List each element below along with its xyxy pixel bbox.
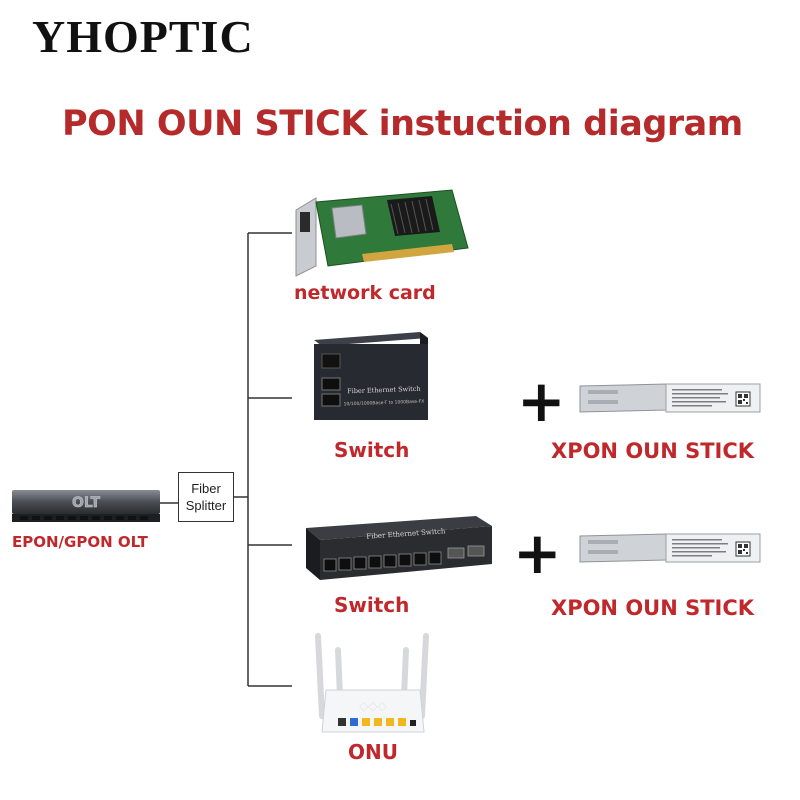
olt-device-image: OLT: [12, 490, 160, 522]
onu-antenna-4: [419, 633, 429, 719]
onu-antenna-3: [401, 647, 409, 699]
network-card-image: [295, 189, 469, 277]
switch-small-face-text: Fiber Ethernet Switch: [347, 385, 421, 396]
switch-small-sub-text: 10/100/1000Base-T to 1000Base-FX: [343, 399, 424, 408]
xpon-stick-image-1: [579, 383, 761, 413]
onu-antenna-1: [315, 633, 325, 719]
splitter-label-line2: Splitter: [185, 498, 227, 513]
olt-label: EPON/GPON OLT: [12, 533, 148, 551]
onu-antenna-2: [335, 647, 343, 699]
svg-text:◇◇◇: ◇◇◇: [359, 699, 387, 713]
olt-face-text: OLT: [72, 495, 101, 511]
switch-large-image: Fiber Ethernet Switch: [306, 516, 492, 580]
switch-large-label: Switch: [334, 593, 410, 617]
plus-sign-2: +: [513, 519, 562, 587]
onu-label: ONU: [348, 740, 398, 764]
plus-sign-1: +: [517, 367, 566, 435]
switch-small-image: Fiber Ethernet Switch 10/100/1000Base-T …: [314, 332, 428, 420]
switch-small-label: Switch: [334, 438, 410, 462]
xpon-stick-label-2: XPON OUN STICK: [551, 596, 755, 620]
fiber-splitter-box: Fiber Splitter: [178, 472, 234, 522]
splitter-label-line1: Fiber: [191, 481, 221, 496]
xpon-stick-image-2: [579, 533, 761, 563]
onu-router-image: ◇◇◇: [315, 633, 429, 733]
xpon-stick-label-1: XPON OUN STICK: [551, 439, 755, 463]
brand-logo-text: YHOPTIC: [32, 11, 254, 62]
network-card-label: network card: [294, 282, 436, 304]
diagram-title: PON OUN STICK instuction diagram: [62, 104, 743, 144]
